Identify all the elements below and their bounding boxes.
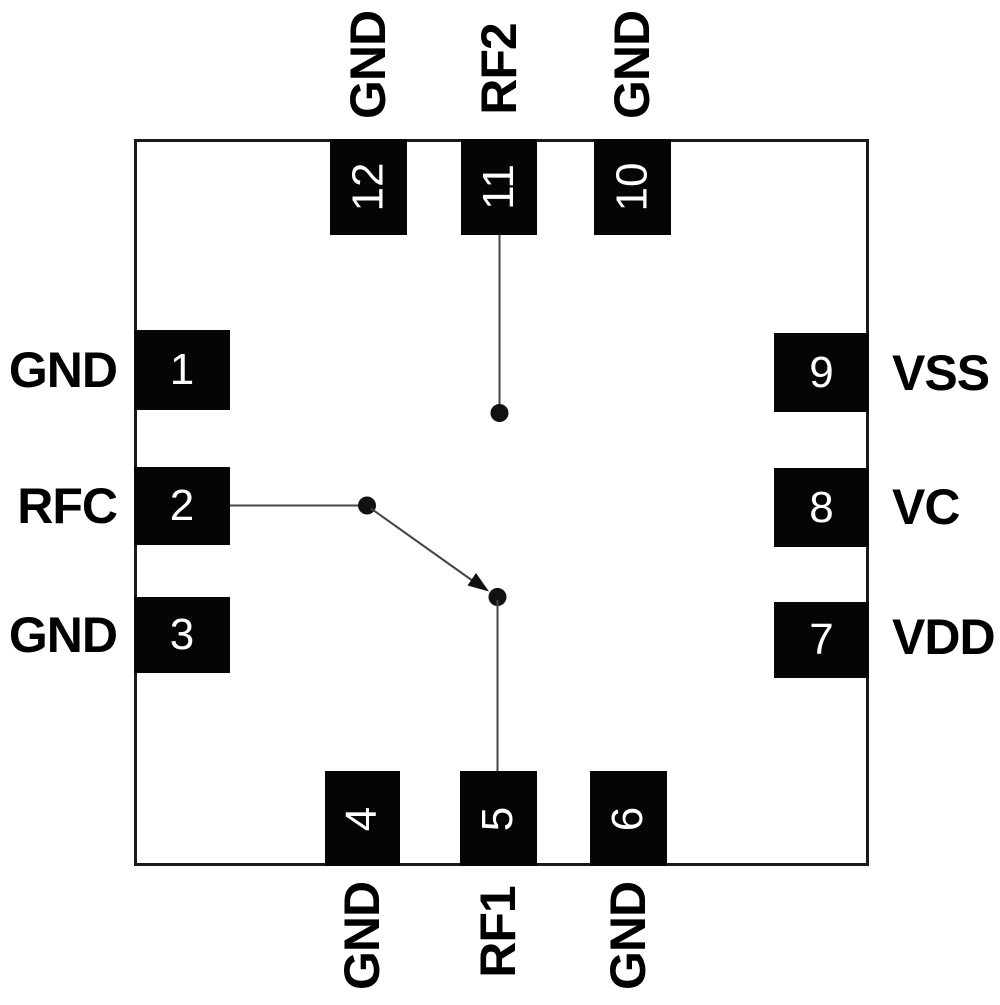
switch-arm-arrowhead-icon xyxy=(467,573,489,592)
pin-9-pad: 9 xyxy=(774,333,869,412)
pin-9-number: 9 xyxy=(809,347,834,397)
pin-1-label: GND xyxy=(8,342,118,398)
pin-6-number: 6 xyxy=(603,806,653,831)
pin-2-label: RFC xyxy=(17,478,118,534)
pin-4-number: 4 xyxy=(337,806,387,831)
pin-5-pad: 5 xyxy=(460,771,537,866)
pin-6-pad: 6 xyxy=(590,771,667,866)
pin-10-label: GND xyxy=(604,10,660,120)
pin-7-pad: 7 xyxy=(774,602,869,678)
pin-12-number: 12 xyxy=(343,162,393,212)
pin-12-label: GND xyxy=(340,10,396,120)
pin-7-number: 7 xyxy=(809,615,834,664)
pin-11-number: 11 xyxy=(474,164,523,210)
pin-4-label: GND xyxy=(334,881,390,991)
chip-package-outline xyxy=(134,139,869,866)
pin-3-label: GND xyxy=(8,607,118,663)
rf2-node-dot xyxy=(490,404,509,422)
pin-1-number: 1 xyxy=(169,345,195,394)
pin-1-pad: 1 xyxy=(134,330,230,410)
pin-9-label: VSS xyxy=(892,345,990,401)
pin-2-pad: 2 xyxy=(134,467,230,545)
pin-2-number: 2 xyxy=(169,481,195,530)
rf1-node-dot xyxy=(488,588,507,606)
pin-11-label: RF2 xyxy=(471,23,527,115)
pin-3-number: 3 xyxy=(169,610,195,659)
pin-3-pad: 3 xyxy=(134,597,230,673)
pin-6-label: GND xyxy=(600,881,656,991)
pin-7-label: VDD xyxy=(892,609,996,665)
pin-5-label: RF1 xyxy=(470,886,526,978)
pin-10-number: 10 xyxy=(607,162,657,212)
pin-8-number: 8 xyxy=(809,482,834,532)
pin-10-pad: 10 xyxy=(594,139,671,235)
rfc-node-dot xyxy=(358,496,376,515)
pin-8-label: VC xyxy=(892,479,960,535)
pin-8-pad: 8 xyxy=(774,468,869,547)
pin-4-pad: 4 xyxy=(325,771,400,866)
pin-12-pad: 12 xyxy=(330,139,407,235)
pin-11-pad: 11 xyxy=(461,139,537,235)
switch-arm-line xyxy=(370,507,481,587)
pin-5-number: 5 xyxy=(473,806,523,831)
